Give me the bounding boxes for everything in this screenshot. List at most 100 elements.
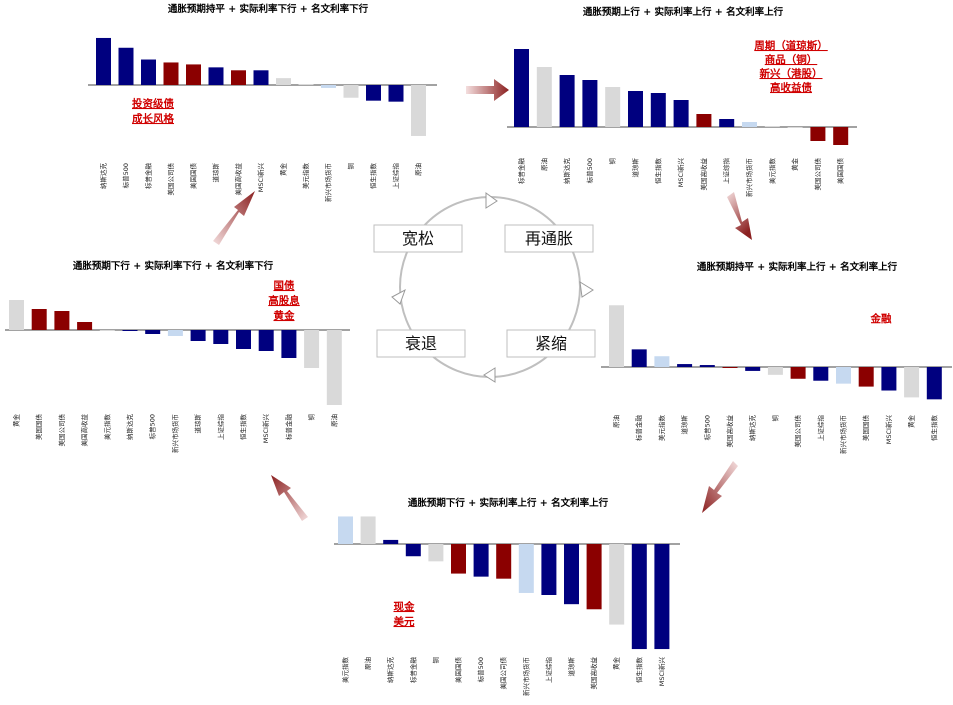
chart-title: 通胀预期下行 + 实际利率上行 + 名文利率上行 <box>408 497 609 509</box>
bar <box>405 544 421 557</box>
category-label: 恒生指数 <box>634 657 643 684</box>
category-label: 黄金 <box>12 414 21 428</box>
chart-annotation: 美元 <box>394 615 415 628</box>
bar <box>338 516 353 544</box>
category-label: 铜 <box>431 657 440 664</box>
category-label: 道琼斯 <box>193 414 202 434</box>
bar <box>326 330 342 405</box>
category-label: 标普金融 <box>284 414 293 441</box>
phase-box-recession <box>376 329 466 358</box>
bar <box>281 330 297 358</box>
category-label: 道琼斯 <box>567 657 576 677</box>
category-label: 美国国债 <box>189 163 198 190</box>
bar <box>654 544 670 650</box>
bar <box>236 330 251 349</box>
category-label: 标普500 <box>121 163 130 188</box>
chart-annotation: 成长风格 <box>132 112 174 125</box>
chart-c3: 通胀预期持平 + 实际利率上行 + 名文利率上行原油标普金融美元指数道琼斯标普5… <box>601 261 952 454</box>
bar <box>673 100 689 127</box>
bar <box>141 59 156 85</box>
category-label: 美国公司债 <box>793 415 802 448</box>
category-label: 纳斯达克 <box>99 163 108 190</box>
bar <box>722 367 738 368</box>
bar <box>654 356 670 367</box>
category-label: 美元指数 <box>102 414 111 441</box>
bar <box>304 330 320 368</box>
category-label: MSCI新兴 <box>256 163 265 193</box>
bar <box>926 367 942 400</box>
category-label: 上证综指 <box>391 163 400 190</box>
category-label: 美国公司债 <box>57 414 66 447</box>
bar <box>163 62 179 85</box>
phase-box-reflation <box>504 224 594 253</box>
bar <box>541 544 557 595</box>
chart-annotation: 金融 <box>870 312 892 325</box>
bar <box>321 85 336 88</box>
chart-annotation: 周期（道琼斯） <box>754 39 828 52</box>
bar <box>696 114 712 127</box>
category-label: MSCI新兴 <box>676 158 685 188</box>
arrow-c1-to-c2 <box>466 79 509 101</box>
bar <box>186 64 201 85</box>
category-label: 新兴市场货币 <box>324 163 333 202</box>
category-label: 新兴市场货币 <box>839 415 848 454</box>
bar <box>586 544 602 610</box>
chart-c5: 通胀预期下行 + 实际利率下行 + 名文利率下行黄金美国国债美国公司债美国高收益… <box>5 260 350 453</box>
category-label: 新兴市场货币 <box>745 158 754 197</box>
phase-label-recession: 衰退 <box>405 334 437 353</box>
phase-label-easing: 宽松 <box>402 229 434 248</box>
bar <box>253 70 269 85</box>
category-label: 美国公司债 <box>499 657 508 690</box>
bar <box>411 85 426 136</box>
category-label: MSCI新兴 <box>261 414 270 444</box>
bar <box>31 309 47 330</box>
category-label: 黄金 <box>279 163 288 177</box>
category-label: 美元指数 <box>767 158 776 185</box>
category-label: 美国国债 <box>836 158 845 185</box>
bar <box>628 91 643 127</box>
phase-box-tightening <box>506 329 596 358</box>
category-label: 美国公司债 <box>166 163 175 196</box>
category-label: 原油 <box>539 158 548 171</box>
category-label: 美元指数 <box>301 163 310 190</box>
phase-label-tightening: 紧缩 <box>535 334 567 353</box>
bar <box>810 127 826 141</box>
bar <box>790 367 806 379</box>
bar <box>764 126 780 127</box>
category-label: 纳斯达克 <box>562 158 571 185</box>
category-label: 美元指数 <box>341 657 350 684</box>
category-label: 美国高收益 <box>725 415 734 448</box>
bar <box>650 93 666 127</box>
bar <box>605 87 621 127</box>
bar <box>451 544 466 574</box>
bar <box>881 367 897 391</box>
bar <box>213 330 229 344</box>
category-label: 纳斯达克 <box>748 415 757 442</box>
bar <box>99 330 115 331</box>
bar <box>122 330 138 331</box>
bar <box>96 37 111 85</box>
category-label: 上证综指 <box>216 414 225 441</box>
bar <box>9 300 24 330</box>
bar <box>388 85 404 102</box>
category-label: 铜 <box>608 158 617 165</box>
bar <box>631 349 647 367</box>
category-label: 上证综指 <box>816 415 825 442</box>
bar <box>383 539 399 544</box>
category-label: 恒生指数 <box>929 415 938 442</box>
chart-annotation: 国债 <box>274 279 295 292</box>
category-label: 黄金 <box>612 657 621 671</box>
bar <box>609 544 625 625</box>
chart-annotation: 投资级债 <box>132 97 174 110</box>
chart-title: 通胀预期持平 + 实际利率上行 + 名文利率上行 <box>697 261 898 273</box>
bar <box>145 330 161 334</box>
bar <box>858 367 874 387</box>
category-label: 标普500 <box>148 414 157 439</box>
category-label: 美元指数 <box>657 415 666 442</box>
bar <box>582 80 598 127</box>
bar <box>609 305 624 367</box>
bar <box>258 330 274 351</box>
cycle-diagram: 宽松 再通胀 紧缩 衰退 <box>373 192 596 383</box>
bar <box>559 75 575 127</box>
bar <box>190 330 206 341</box>
